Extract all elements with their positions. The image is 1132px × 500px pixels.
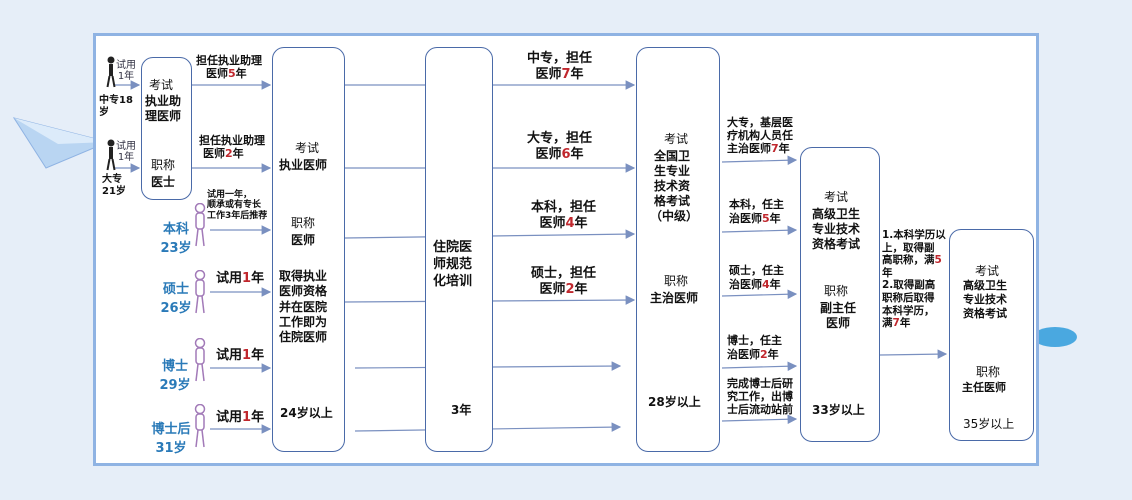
box5-title: 高级卫生专业技术资格考试 (812, 207, 861, 251)
box6-exam: 考试 (975, 264, 1000, 278)
box1-title: 执业助理医师 (145, 94, 182, 123)
arrow-label-benke-box4: 本科，担任 医师4年 (531, 200, 597, 232)
person-icon (194, 338, 206, 382)
requirements-note: 1.本科学历以 上，取得副 高职称，满5 年 2.取得副高 职称后取得 本科学历… (882, 229, 946, 330)
arrow-label-boshihou-box5: 完成博士后研 究工作，出博 士后流动站前 (727, 377, 793, 417)
box4-age: 28岁以上 (648, 395, 701, 409)
box5-age: 33岁以上 (812, 403, 865, 417)
box3-years: 3年 (451, 403, 472, 417)
arrow-label-shuoshi-box5: 硕士，任主 治医师4年 (729, 264, 784, 291)
arrow-box5-box6 (879, 349, 948, 359)
shuoshi-trial: 试用1年 (216, 271, 265, 286)
cloud-icon (1033, 327, 1077, 347)
box-assistant-physician (141, 57, 192, 200)
person-icon (194, 270, 206, 314)
box5-rank: 职称 (824, 284, 849, 298)
box-associate-chief (800, 147, 880, 442)
box3-title: 住院医师规范化培训 (433, 240, 473, 289)
arrow-dazhuan-box5 (721, 155, 798, 166)
person-icon (106, 56, 116, 88)
paper-plane-icon (12, 117, 110, 169)
arrow-label-benke-box5: 本科，任主 治医师5年 (729, 198, 784, 225)
box5-rank-title: 副主任医师 (820, 301, 857, 330)
box2-rank: 职称 (291, 216, 316, 230)
box2-rank-title: 医师 (291, 233, 316, 247)
box2-title: 执业医师 (279, 158, 328, 172)
arrow-label-dazhuan-box4: 大专，担任 医师6年 (527, 131, 593, 163)
box-intermediate-exam (636, 47, 720, 452)
box1-exam: 考试 (149, 78, 174, 92)
arrow-boshi-box5 (721, 361, 798, 372)
box6-rank: 职称 (976, 365, 1001, 379)
person-icon (106, 139, 116, 171)
arrow-label-boshi-box5: 博士，任主 治医师2年 (727, 334, 782, 361)
arrow-label-zhongzhuan-box4: 中专，担任 医师7年 (527, 51, 593, 83)
arrow-label-box1-mid: 担任执业助理 医师2年 (199, 134, 265, 161)
benke-note: 试用一年， 顺承或有专长 工作3年后推荐 (207, 190, 268, 221)
box4-rank: 职称 (664, 274, 689, 288)
person-icon (194, 404, 206, 448)
box-chief-physician (949, 229, 1034, 441)
boshi-trial: 试用1年 (216, 348, 265, 363)
box6-rank-title: 主任医师 (962, 381, 1006, 394)
arrow-label-dazhuan-box5: 大专，基层医 疗机构人员任 主治医师7年 (727, 116, 793, 156)
diagram-sheet (93, 33, 1039, 466)
box-residency-training (425, 47, 493, 452)
box6-age: 35岁以上 (963, 417, 1015, 431)
box4-rank-title: 主治医师 (650, 291, 699, 305)
box1-rank-title: 医士 (151, 175, 176, 189)
boshihou-trial: 试用1年 (216, 410, 265, 425)
box5-exam: 考试 (824, 190, 849, 204)
arrow-benke-box5 (721, 225, 798, 236)
box2-note: 取得执业医师资格并在医院工作即为住院医师 (279, 269, 328, 345)
arrow-label-box1-top: 担任执业助理 医师5年 (196, 54, 262, 81)
box1-rank: 职称 (151, 158, 176, 172)
box-licensed-physician (272, 47, 345, 452)
box4-title: 全国卫生专业技术资格考试（中级） (650, 149, 699, 223)
box6-title: 高级卫生专业技术资格考试 (963, 279, 1007, 320)
box2-age: 24岁以上 (280, 406, 333, 420)
person-icon (194, 203, 206, 247)
arrow-boshihou-box5 (721, 414, 798, 425)
box4-exam: 考试 (664, 132, 689, 146)
arrow-shuoshi-box5 (721, 289, 798, 300)
arrow-label-shuoshi-box4: 硕士，担任 医师2年 (531, 266, 597, 298)
box2-exam: 考试 (295, 141, 320, 155)
